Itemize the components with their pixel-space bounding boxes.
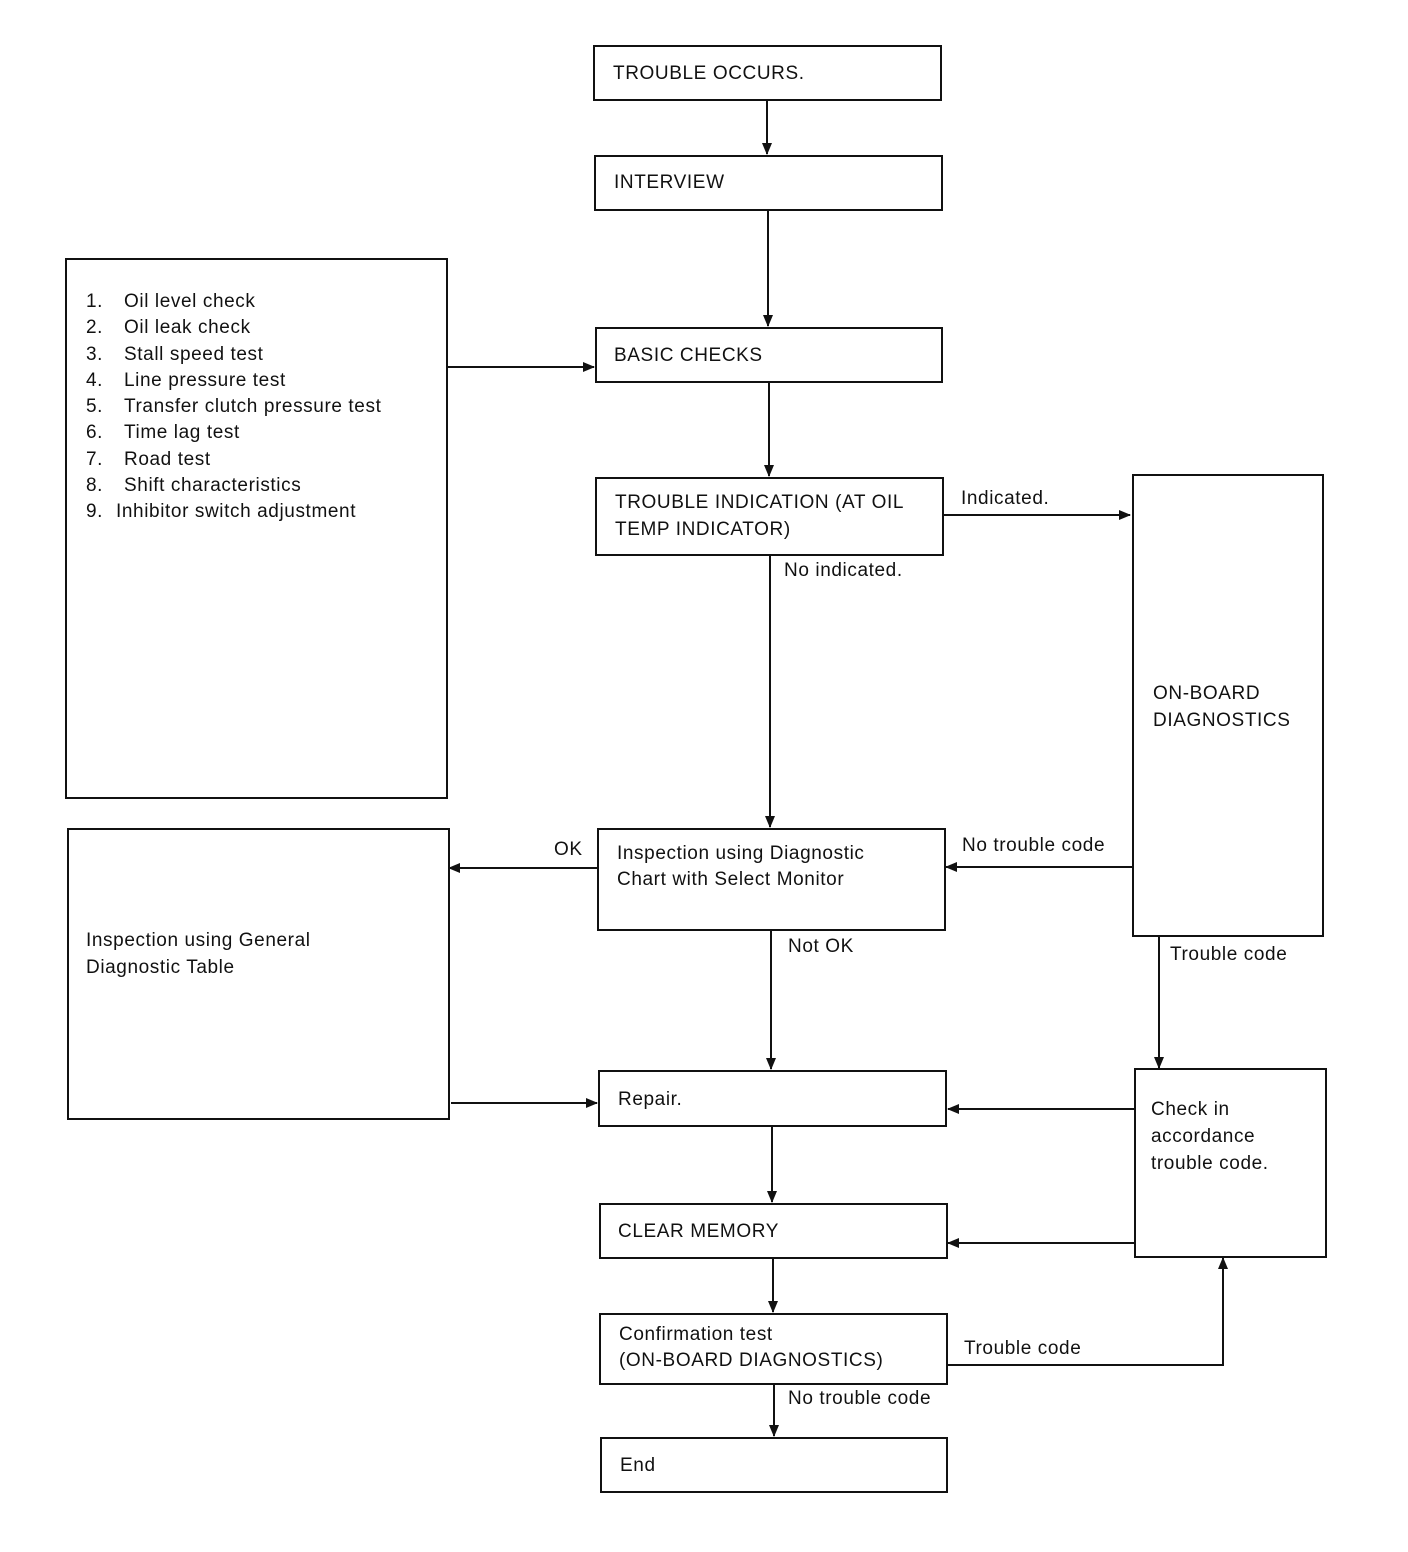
list-item: 3.Stall speed test — [86, 343, 264, 365]
list-item: 8.Shift characteristics — [86, 475, 302, 497]
node-trouble-indication: TROUBLE INDICATION (AT OIL TEMP INDICATO… — [595, 477, 944, 556]
node-confirmation-line2: (ON-BOARD DIAGNOSTICS) — [619, 1350, 884, 1371]
basic-checks-list: 1.Oil level check 2.Oil leak check 3.Sta… — [86, 289, 381, 526]
node-onboard-diagnostics: ON-BOARD DIAGNOSTICS — [1132, 474, 1324, 937]
node-check-code-line2: accordance — [1151, 1126, 1256, 1147]
node-basic-checks-label: BASIC CHECKS — [614, 345, 763, 366]
edge-label-no-trouble-code-top: No trouble code — [962, 835, 1106, 856]
node-trouble-occurs-label: TROUBLE OCCURS. — [613, 63, 805, 84]
node-inspection-diagnostic-chart: Inspection using Diagnostic Chart with S… — [597, 828, 946, 931]
list-item: 6.Time lag test — [86, 422, 240, 444]
list-item: 1.Oil level check — [86, 291, 256, 312]
node-repair-label: Repair. — [618, 1089, 683, 1110]
node-general-diagnostic-table: Inspection using General Diagnostic Tabl… — [67, 828, 450, 1120]
node-repair: Repair. — [598, 1070, 947, 1127]
list-item: 4.Line pressure test — [86, 369, 286, 391]
list-item: 9.Inhibitor switch adjustment — [86, 501, 357, 523]
edge-label-not-ok: Not OK — [788, 936, 854, 957]
node-trouble-indication-line2: TEMP INDICATOR) — [615, 519, 791, 540]
basic-checks-list-box — [65, 258, 448, 799]
node-check-trouble-code: Check in accordance trouble code. — [1134, 1068, 1327, 1258]
node-inspection-chart-line1: Inspection using Diagnostic — [617, 843, 865, 864]
node-confirmation-line1: Confirmation test — [619, 1324, 773, 1345]
node-trouble-occurs: TROUBLE OCCURS. — [593, 45, 942, 101]
node-check-code-line1: Check in — [1151, 1099, 1230, 1120]
edge-label-no-trouble-code-bottom: No trouble code — [788, 1388, 932, 1409]
node-general-table-line1: Inspection using General — [86, 930, 311, 951]
edge-label-trouble-code-onboard: Trouble code — [1170, 944, 1288, 965]
node-onboard-line2: DIAGNOSTICS — [1153, 710, 1291, 731]
node-inspection-chart-line2: Chart with Select Monitor — [617, 869, 845, 890]
node-confirmation-test: Confirmation test (ON-BOARD DIAGNOSTICS) — [599, 1313, 948, 1385]
node-interview: INTERVIEW — [594, 155, 943, 211]
edge-label-indicated: Indicated. — [961, 488, 1050, 509]
list-item: 5.Transfer clutch pressure test — [86, 396, 382, 418]
list-item: 2.Oil leak check — [86, 317, 251, 339]
node-end-label: End — [620, 1455, 656, 1476]
node-clear-memory-label: CLEAR MEMORY — [618, 1221, 779, 1242]
edge-label-no-indicated: No indicated. — [784, 560, 903, 581]
node-clear-memory: CLEAR MEMORY — [599, 1203, 948, 1259]
edge-label-trouble-code-confirm: Trouble code — [964, 1338, 1082, 1359]
edge-label-ok: OK — [554, 839, 583, 860]
node-end: End — [600, 1437, 948, 1493]
node-onboard-line1: ON-BOARD — [1153, 683, 1261, 704]
list-item: 7.Road test — [86, 448, 211, 470]
node-check-code-line3: trouble code. — [1151, 1153, 1269, 1174]
node-basic-checks: BASIC CHECKS — [595, 327, 943, 383]
node-interview-label: INTERVIEW — [614, 172, 725, 193]
node-general-table-line2: Diagnostic Table — [86, 957, 235, 978]
arrow-confirm-to-checkcode — [948, 1257, 1228, 1366]
node-trouble-indication-line1: TROUBLE INDICATION (AT OIL — [615, 492, 905, 513]
